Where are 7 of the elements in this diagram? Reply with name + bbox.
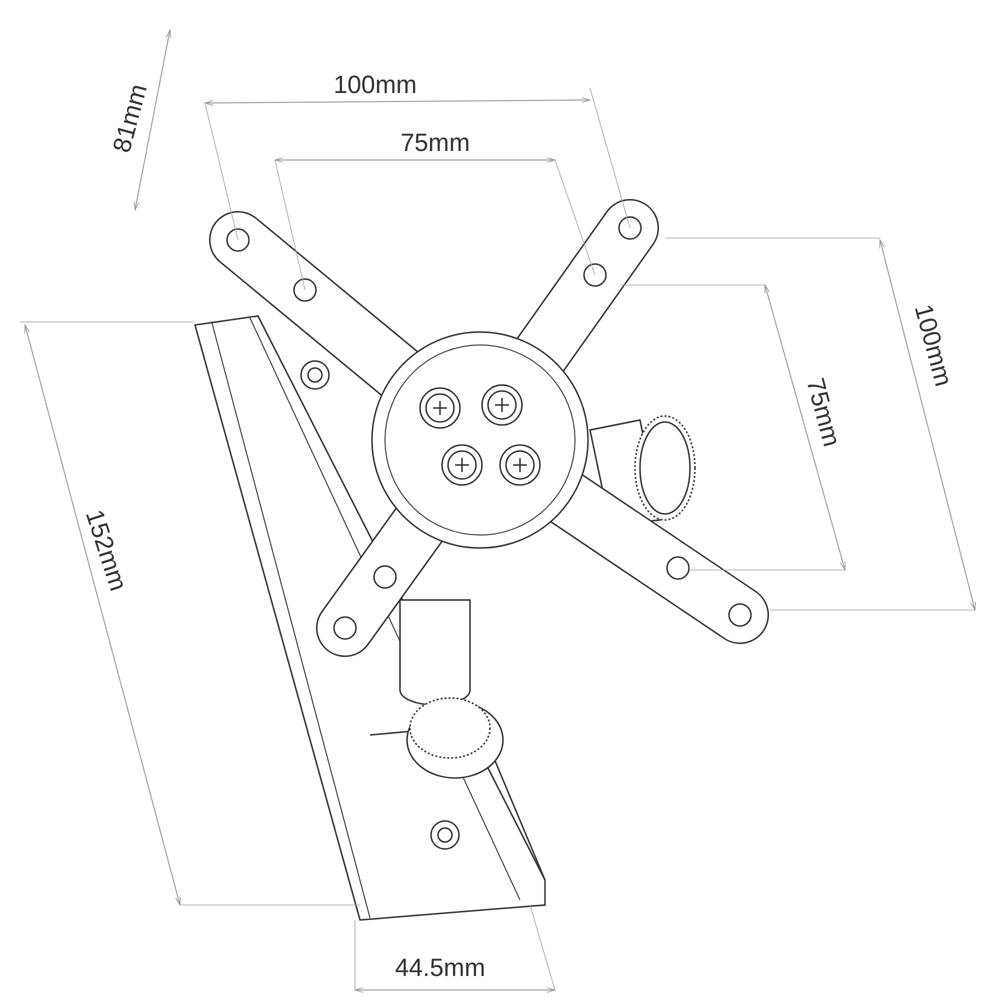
dimension-label: 152mm (78, 506, 132, 594)
dimension-label: 81mm (107, 80, 154, 156)
dimension-label: 100mm (907, 300, 957, 390)
dimension-label: 75mm (400, 128, 470, 158)
dimension-label: 100mm (334, 70, 417, 100)
dimension-label: 44.5mm (395, 954, 486, 982)
dimension-label: 75mm (799, 374, 846, 450)
